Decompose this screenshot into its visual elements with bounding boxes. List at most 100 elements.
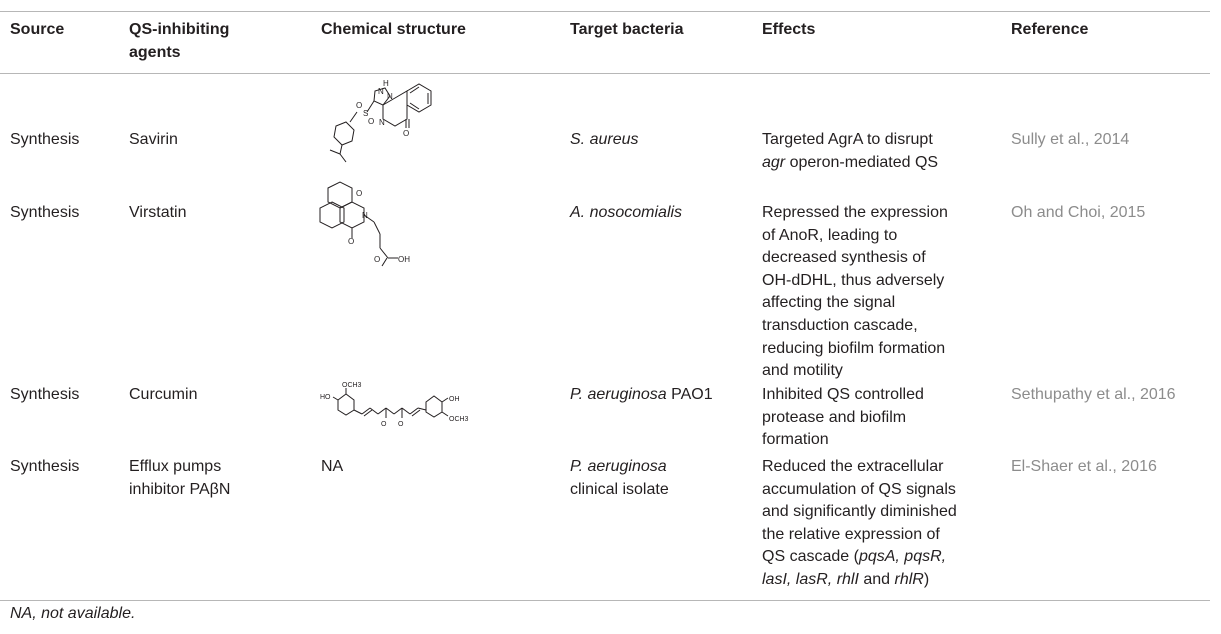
cell-line: OH-dDHL, thus adversely bbox=[762, 270, 948, 293]
svg-text:O: O bbox=[398, 421, 404, 428]
cell-line: Targeted AgrA to disrupt bbox=[762, 129, 938, 152]
svg-text:OH: OH bbox=[449, 396, 460, 403]
cell-bacteria: P. aeruginosa clinical isolate bbox=[570, 456, 669, 501]
cell-line: A. nosocomialis bbox=[570, 202, 682, 225]
table-footnote: NA, not available. bbox=[10, 605, 136, 622]
cell-line: clinical isolate bbox=[570, 479, 669, 502]
svg-text:O: O bbox=[348, 237, 354, 246]
cell-line: Reduced the extracellular bbox=[762, 456, 957, 479]
cell-agent: Virstatin bbox=[129, 202, 187, 225]
text: Reduced the extracellular bbox=[762, 458, 944, 475]
italic-text: P. aeruginosa bbox=[570, 386, 667, 403]
cell-reference: Sethupathy et al., 2016 bbox=[1011, 386, 1176, 403]
svg-text:OCH3: OCH3 bbox=[342, 382, 362, 389]
text: reducing biofilm formation bbox=[762, 339, 946, 357]
text: the relative expression of bbox=[762, 525, 940, 543]
cell-line: QS cascade (pqsA, pqsR, bbox=[762, 546, 957, 569]
header-structure: Chemical structure bbox=[321, 21, 466, 38]
table-top-rule bbox=[0, 11, 1210, 12]
svg-text:N: N bbox=[362, 211, 368, 220]
header-bacteria: Target bacteria bbox=[570, 21, 684, 38]
cell-line: Savirin bbox=[129, 131, 178, 148]
svg-text:O: O bbox=[368, 117, 374, 126]
cell-line: lasI, lasR, rhlI and rhlR) bbox=[762, 569, 957, 592]
cell-line: P. aeruginosa bbox=[570, 456, 669, 479]
cell-source: Synthesis bbox=[10, 131, 80, 148]
cell-reference: El-Shaer et al., 2016 bbox=[1011, 458, 1157, 475]
header-agents-line: QS-inhibiting bbox=[129, 21, 230, 38]
cell-source: Synthesis bbox=[10, 458, 80, 475]
cell-line: the relative expression of bbox=[762, 524, 957, 547]
cell-line: Virstatin bbox=[129, 204, 187, 221]
text: ) bbox=[923, 570, 930, 588]
svg-text:O: O bbox=[356, 101, 362, 110]
text: and significantly diminished bbox=[762, 503, 957, 521]
svg-text:HO: HO bbox=[320, 394, 331, 401]
cell-line: of AnoR, leading to bbox=[762, 225, 948, 248]
cell-line: Repressed the expression bbox=[762, 202, 948, 225]
cell-source: Synthesis bbox=[10, 386, 80, 403]
svg-text:O: O bbox=[356, 189, 362, 198]
text: and motility bbox=[762, 362, 843, 380]
text: of AnoR, leading to bbox=[762, 226, 898, 244]
cell-agent: Savirin bbox=[129, 129, 178, 152]
cell-reference: Oh and Choi, 2015 bbox=[1011, 204, 1146, 221]
curcumin-structure-icon: OCH3 HO O O OH OCH3 bbox=[318, 380, 478, 430]
virstatin-structure-icon: O N O O OH bbox=[318, 180, 418, 270]
text: QS cascade ( bbox=[762, 548, 859, 566]
text: and bbox=[858, 570, 895, 588]
svg-text:H: H bbox=[383, 79, 389, 88]
text: PAO1 bbox=[666, 386, 713, 403]
italic-text: pqsA, pqsR, bbox=[858, 548, 947, 566]
cell-line: reducing biofilm formation bbox=[762, 338, 948, 361]
cell-line: Efflux pumps bbox=[129, 458, 222, 475]
cell-line: affecting the signal bbox=[762, 292, 948, 315]
cell-bacteria: P. aeruginosa PAO1 bbox=[570, 384, 713, 407]
cell-line: agr operon-mediated QS bbox=[762, 152, 938, 175]
cell-line: Curcumin bbox=[129, 386, 198, 403]
text: accumulation of QS signals bbox=[762, 480, 956, 498]
svg-text:OCH3: OCH3 bbox=[449, 416, 469, 423]
cell-effects: Inhibited QS controlled protease and biof… bbox=[762, 384, 924, 452]
italic-text: S. aureus bbox=[570, 131, 639, 148]
cell-line: inhibitor PAβN bbox=[129, 480, 231, 498]
cell-line: and significantly diminished bbox=[762, 501, 957, 524]
text: affecting the signal bbox=[762, 294, 896, 312]
italic-text: rhlR bbox=[894, 570, 924, 588]
text: clinical isolate bbox=[570, 480, 669, 498]
cell-line: decreased synthesis of bbox=[762, 247, 948, 270]
header-source: Source bbox=[10, 21, 65, 38]
cell-effects: Reduced the extracellular accumulation of… bbox=[762, 456, 957, 592]
cell-line: formation bbox=[762, 429, 924, 452]
cell-line: accumulation of QS signals bbox=[762, 479, 957, 502]
italic-text: agr bbox=[762, 153, 786, 171]
table-bottom-rule bbox=[0, 600, 1210, 601]
svg-text:OH: OH bbox=[398, 255, 410, 264]
svg-text:S: S bbox=[363, 109, 368, 118]
text: formation bbox=[762, 431, 829, 449]
header-agents: QS-inhibiting agents bbox=[129, 19, 229, 64]
text: Inhibited QS controlled bbox=[762, 386, 924, 403]
cell-bacteria: A. nosocomialis bbox=[570, 202, 682, 225]
italic-text: A. nosocomialis bbox=[570, 204, 683, 221]
italic-text: lasI, lasR, rhlI bbox=[762, 570, 859, 588]
cell-line: transduction cascade, bbox=[762, 315, 948, 338]
text: Targeted AgrA to disrupt bbox=[762, 131, 933, 148]
text: transduction cascade, bbox=[762, 316, 918, 334]
svg-text:O: O bbox=[374, 255, 380, 264]
svg-text:N: N bbox=[379, 118, 385, 127]
text: operon-mediated QS bbox=[785, 153, 939, 171]
header-effects: Effects bbox=[762, 21, 816, 38]
cell-line: Inhibited QS controlled bbox=[762, 384, 924, 407]
text: Repressed the expression bbox=[762, 204, 948, 221]
svg-text:N: N bbox=[378, 87, 384, 96]
cell-line: protease and biofilm bbox=[762, 407, 924, 430]
table-header-rule bbox=[0, 73, 1210, 74]
cell-source: Synthesis bbox=[10, 204, 80, 221]
header-reference: Reference bbox=[1011, 21, 1089, 38]
cell-reference: Sully et al., 2014 bbox=[1011, 131, 1130, 148]
italic-text: P. aeruginosa bbox=[570, 458, 667, 475]
cell-structure-na: NA bbox=[321, 458, 344, 475]
cell-effects: Targeted AgrA to disrupt agr operon-media… bbox=[762, 129, 938, 174]
cell-line: and motility bbox=[762, 360, 948, 383]
